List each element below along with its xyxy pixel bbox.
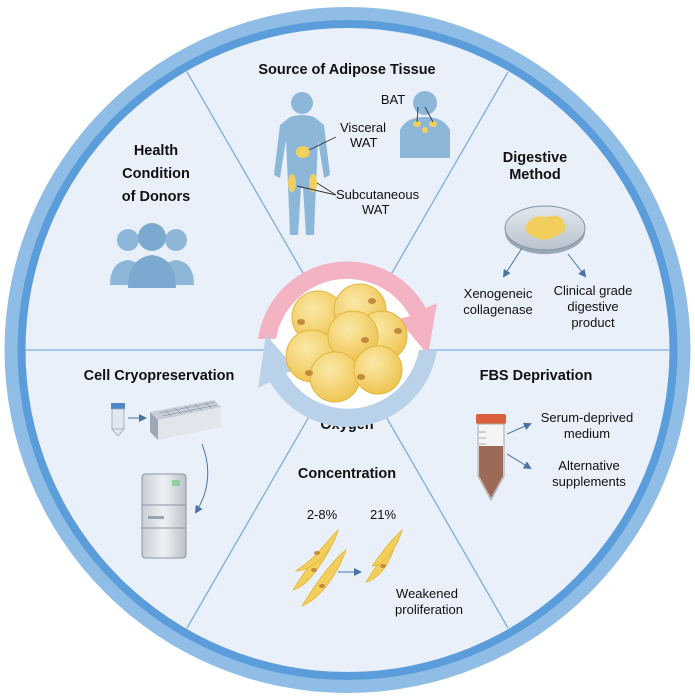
- clinical-grade-label-line2: digestive: [567, 299, 618, 314]
- serum-deprived-label-line1: Serum-deprived: [541, 410, 634, 425]
- oxygen-title-line2: Concentration: [298, 466, 396, 482]
- stem-cells-hypoxia-figure: [292, 528, 347, 607]
- oxygen-high-label: 21%: [370, 507, 396, 522]
- weakened-label-line1: Weakened: [396, 586, 458, 601]
- visceral-fat: [296, 146, 310, 158]
- health-title-line1: Health: [134, 143, 178, 159]
- cycle-arrow-bottom: [258, 335, 437, 428]
- fbs-arrows: [506, 422, 532, 470]
- upper-body-figure: [400, 91, 450, 158]
- stem-cells-normoxia-figure: [365, 528, 403, 583]
- clinical-grade-label-line1: Clinical grade: [554, 283, 633, 298]
- source-label-lines: [296, 106, 434, 196]
- cycle-arrow-top: [258, 261, 437, 355]
- visceral-label-line1: Visceral: [340, 120, 386, 135]
- freezer-figure: [141, 473, 187, 559]
- centrifuge-tube-figure: [476, 414, 506, 502]
- digestive-arrows: [502, 247, 587, 278]
- serum-deprived-label-line2: medium: [564, 426, 610, 441]
- fbs-title: FBS Deprivation: [480, 368, 593, 384]
- subcutaneous-fat-left: [288, 174, 296, 192]
- alternative-supplements-label-line1: Alternative: [558, 458, 619, 473]
- digestive-title-line2: Method: [509, 167, 561, 183]
- source-title: Source of Adipose Tissue: [258, 62, 435, 78]
- freezing-box-figure: [150, 400, 221, 440]
- donors-icon: [110, 223, 194, 288]
- human-body-figure: [274, 92, 330, 235]
- subcutaneous-fat-right: [309, 174, 317, 192]
- bat-fat-center: [422, 127, 428, 133]
- clinical-grade-label-line3: product: [571, 315, 615, 330]
- alternative-supplements-label-line2: supplements: [552, 474, 626, 489]
- digestive-title-line1: Digestive: [503, 150, 567, 166]
- oxygen-low-label: 2-8%: [307, 507, 338, 522]
- weakened-label-line2: proliferation: [395, 602, 463, 617]
- bat-fat-right: [429, 121, 437, 127]
- cryo-arrow-to-freezer: [194, 443, 209, 514]
- bat-fat-left: [413, 121, 421, 127]
- health-title-line3: of Donors: [122, 189, 190, 205]
- xenogeneic-label-line1: Xenogeneic: [464, 286, 533, 301]
- visceral-label-line2: WAT: [350, 135, 377, 150]
- xenogeneic-label-line2: collagenase: [463, 302, 532, 317]
- subcutaneous-label-line1: Subcutaneous: [336, 187, 420, 202]
- cryo-title: Cell Cryopreservation: [84, 368, 235, 384]
- health-title-line2: Condition: [122, 166, 190, 182]
- bat-label: BAT: [381, 92, 405, 107]
- cryovial-figure: [111, 403, 125, 437]
- subcutaneous-label-line2: WAT: [362, 202, 389, 217]
- petri-dish-figure: [504, 205, 586, 254]
- adipocyte-cluster: [285, 283, 408, 403]
